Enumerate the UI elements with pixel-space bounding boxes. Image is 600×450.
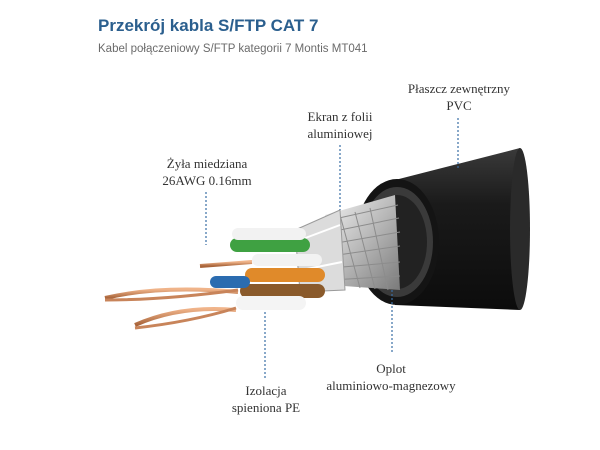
callout-foil: Ekran z folii aluminiowej [295,108,385,142]
callout-jacket-line2: PVC [446,98,472,113]
page-subtitle: Kabel połączeniowy S/FTP kategorii 7 Mon… [98,43,368,55]
callout-jacket-line1: Płaszcz zewnętrzny [407,81,511,96]
page-title: Przekrój kabla S/FTP CAT 7 [98,16,319,35]
callout-braid-line2: aluminiowo-magnezowy [326,378,456,393]
callout-insulation-line2: spieniona PE [231,400,301,415]
pair-blue [134,276,250,330]
callout-lines [205,118,459,378]
callout-copper: Żyła miedziana 26AWG 0.16mm [152,155,262,189]
callout-insulation-line1: Izolacja [245,383,287,398]
pair-orange [199,254,325,282]
pair-brown [104,284,325,310]
callout-braid-line1: Oplot [376,361,406,376]
pair-green [205,228,310,252]
callout-copper-line1: Żyła miedziana [166,156,248,171]
callout-copper-line2: 26AWG 0.16mm [162,173,252,188]
callout-foil-line2: aluminiowej [307,126,373,141]
callout-braid: Oplot aluminiowo-magnezowy [316,360,466,394]
callout-foil-line1: Ekran z folii [307,109,373,124]
callout-jacket: Płaszcz zewnętrzny PVC [395,80,523,114]
callout-insulation: Izolacja spieniona PE [226,382,306,416]
